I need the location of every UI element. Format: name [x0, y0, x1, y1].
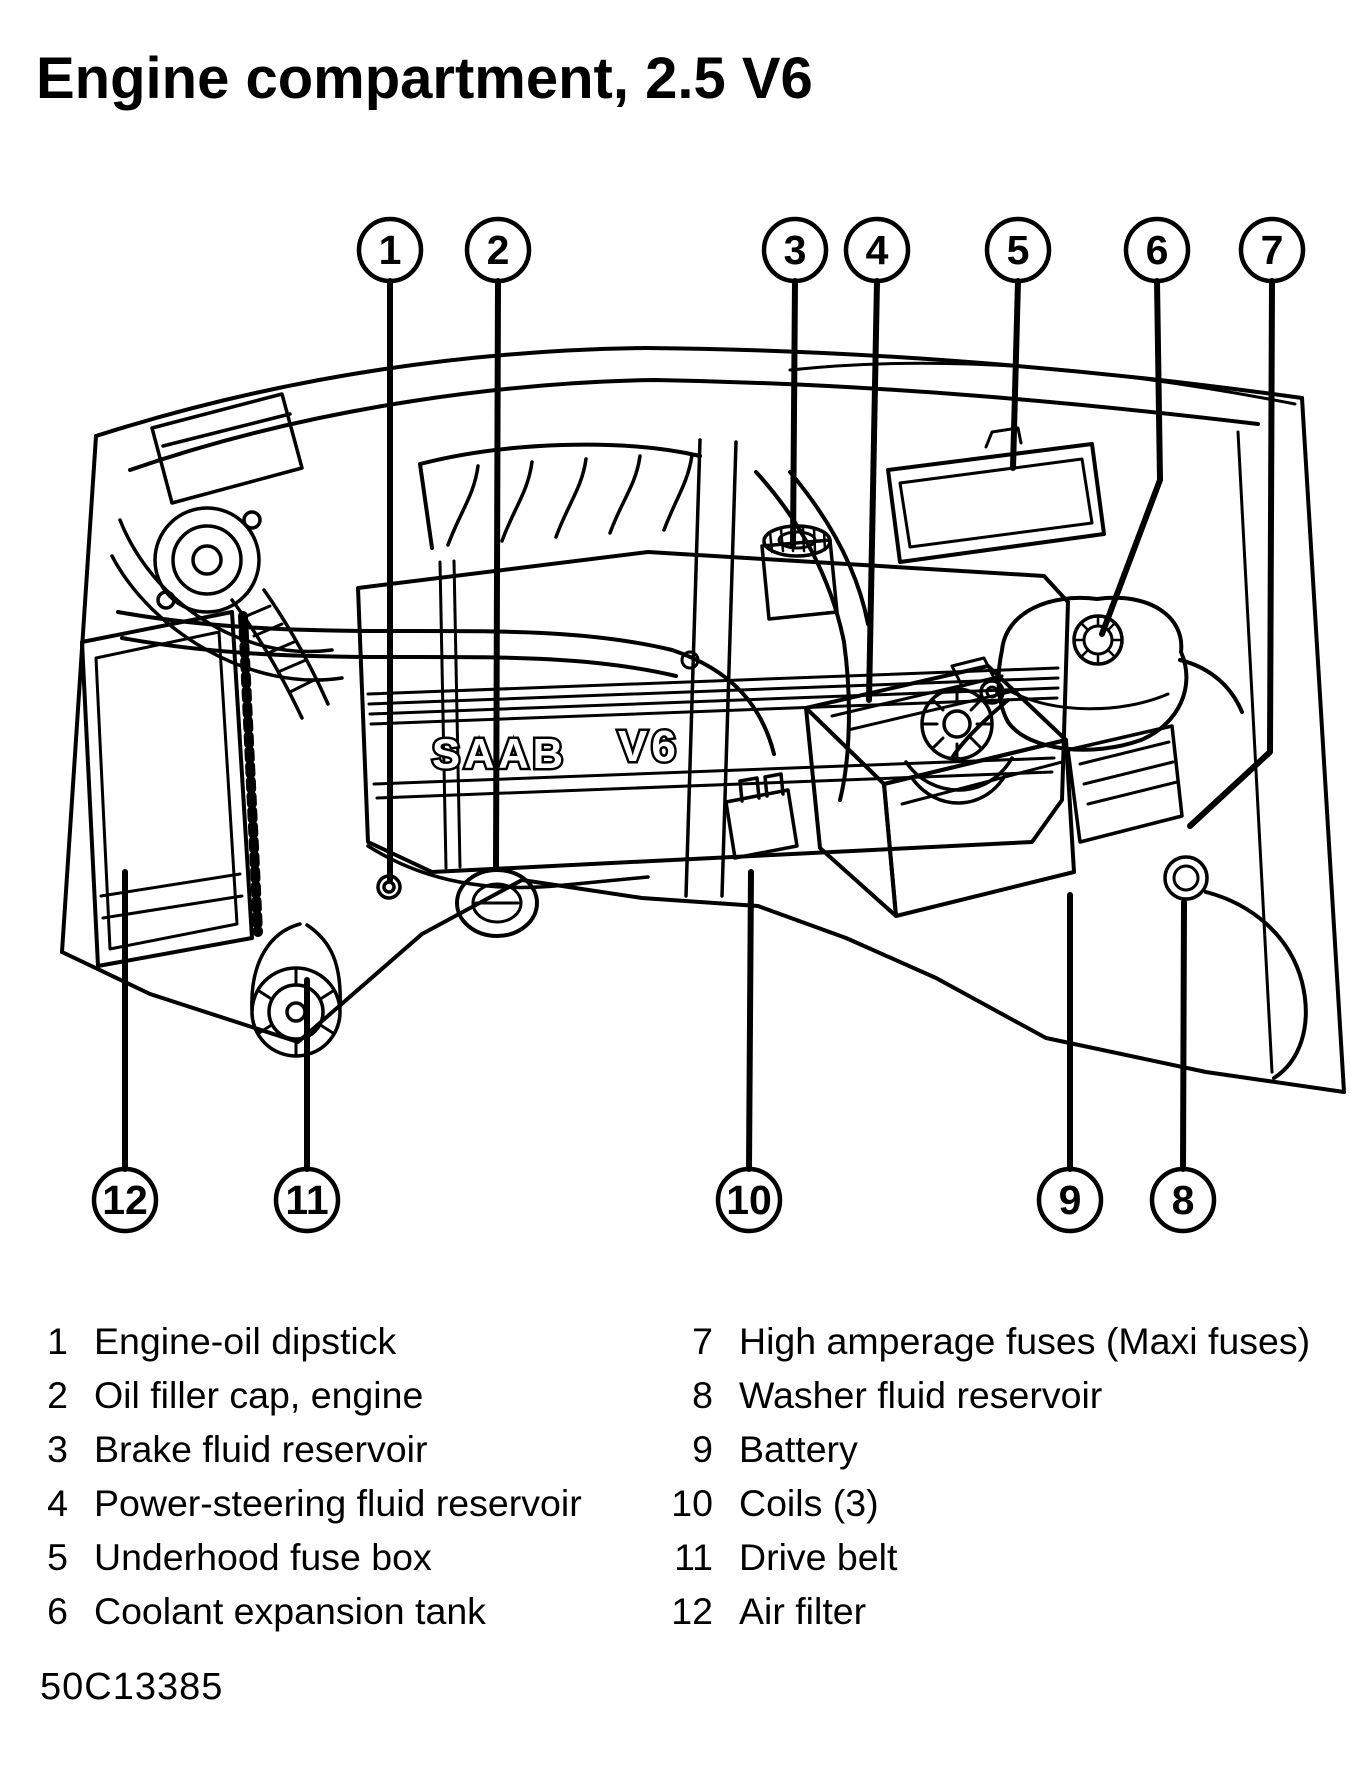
legend-item-label: High amperage fuses (Maxi fuses)	[739, 1319, 1311, 1362]
legend-item-label: Oil filler cap, engine	[94, 1373, 424, 1416]
oil-filler-cap	[455, 868, 539, 938]
leader-3	[790, 278, 798, 549]
legend-item: 9 Battery	[655, 1422, 1310, 1476]
legend-item-label: Coolant expansion tank	[94, 1589, 486, 1632]
legend-item-number: 7	[692, 1319, 713, 1362]
legend-item-number: 4	[47, 1481, 68, 1524]
legend-item: 7 High amperage fuses (Maxi fuses)	[655, 1314, 1310, 1368]
callout-4: 4	[843, 216, 911, 284]
legend-column-right: 7 High amperage fuses (Maxi fuses) 8 Was…	[655, 1314, 1310, 1638]
callout-8-number: 8	[1172, 1177, 1195, 1223]
callout-1: 1	[356, 216, 424, 284]
callout-4-number: 4	[866, 227, 889, 273]
legend-item: 5 Underhood fuse box	[40, 1530, 582, 1584]
legend-item-number: 6	[47, 1589, 68, 1632]
leader-4	[866, 278, 880, 703]
drive-belt-pulley	[250, 922, 342, 1058]
maxi-fuse-box	[1066, 724, 1184, 844]
underhood-fuse-box	[886, 426, 1106, 564]
callout-6: 6	[1123, 216, 1191, 284]
callout-9: 9	[1036, 1166, 1104, 1234]
legend-item-label: Washer fluid reservoir	[739, 1373, 1103, 1416]
callout-5-number: 5	[1007, 227, 1030, 273]
legend-item-label: Brake fluid reservoir	[94, 1427, 428, 1470]
legend-item-number: 5	[47, 1535, 68, 1578]
legend-item-number: 3	[47, 1427, 68, 1470]
leader-5	[1010, 278, 1021, 471]
callout-11: 11	[273, 1166, 341, 1234]
air-filter-box	[80, 610, 263, 968]
legend-item-label: Engine-oil dipstick	[94, 1319, 397, 1362]
legend-item: 2 Oil filler cap, engine	[40, 1368, 582, 1422]
brake-fluid-reservoir	[760, 524, 839, 621]
legend-item-label: Power-steering fluid reservoir	[94, 1481, 582, 1524]
legend-item-label: Air filter	[739, 1589, 867, 1632]
page-title: Engine compartment, 2.5 V6	[36, 46, 813, 111]
legend-item-number: 10	[671, 1481, 713, 1524]
leader-lines	[122, 278, 1275, 1172]
engine-drawing: SAAB V6	[60, 346, 1346, 1094]
legend-item-number: 12	[671, 1589, 713, 1632]
ignition-coils	[724, 772, 799, 860]
strut-tower	[110, 392, 344, 682]
callout-10: 10	[715, 1166, 783, 1234]
callouts: 1 2 3 4 5 6 7	[91, 216, 1306, 1234]
legend-item-number: 9	[692, 1427, 713, 1470]
washer-fluid-reservoir	[1163, 855, 1308, 1080]
callout-7: 7	[1238, 216, 1306, 284]
leader-8	[1180, 899, 1187, 1172]
leader-7	[1187, 278, 1275, 829]
hoses	[754, 470, 1244, 802]
legend-item-label: Drive belt	[739, 1535, 898, 1578]
cross-member	[116, 610, 776, 756]
legend-item: 6 Coolant expansion tank	[40, 1584, 582, 1638]
legend-item: 12 Air filter	[655, 1584, 1310, 1638]
leader-10	[746, 869, 754, 1172]
callout-2: 2	[464, 216, 532, 284]
callout-12-number: 12	[102, 1177, 148, 1223]
callout-7-number: 7	[1261, 227, 1284, 273]
legend-item-label: Coils (3)	[739, 1481, 879, 1524]
battery	[804, 656, 1076, 918]
legend-item: 8 Washer fluid reservoir	[655, 1368, 1310, 1422]
legend-item-number: 11	[674, 1535, 713, 1578]
callout-9-number: 9	[1059, 1177, 1082, 1223]
callout-11-number: 11	[285, 1177, 328, 1223]
legend-item-number: 2	[47, 1373, 68, 1416]
coolant-expansion-tank	[996, 595, 1189, 752]
callout-8: 8	[1149, 1166, 1217, 1234]
legend-item: 10 Coils (3)	[655, 1476, 1310, 1530]
callout-3-number: 3	[784, 227, 807, 273]
legend-item-number: 1	[47, 1319, 68, 1362]
legend-item: 1 Engine-oil dipstick	[40, 1314, 582, 1368]
figure-code: 50C13385	[40, 1666, 224, 1708]
engine-badge-text: V6	[618, 722, 680, 771]
callout-12: 12	[91, 1166, 159, 1234]
callout-10-number: 10	[726, 1177, 772, 1223]
callout-1-number: 1	[379, 227, 402, 273]
callout-3: 3	[761, 216, 829, 284]
legend-item: 11 Drive belt	[655, 1530, 1310, 1584]
leader-2	[493, 278, 501, 871]
engine-brand-text: SAAB	[432, 730, 567, 777]
legend-item: 4 Power-steering fluid reservoir	[40, 1476, 582, 1530]
callout-2-number: 2	[487, 227, 510, 273]
legend-column-left: 1 Engine-oil dipstick 2 Oil filler cap, …	[40, 1314, 582, 1638]
legend-item-number: 8	[692, 1373, 713, 1416]
engine-compartment-diagram: SAAB V6	[60, 216, 1346, 1234]
legend-item-label: Battery	[739, 1427, 858, 1470]
leader-6	[1099, 278, 1163, 637]
legend-item: 3 Brake fluid reservoir	[40, 1422, 582, 1476]
legend-item-label: Underhood fuse box	[94, 1535, 432, 1578]
callout-5: 5	[984, 216, 1052, 284]
engine-cover: SAAB V6	[356, 442, 1070, 890]
callout-6-number: 6	[1146, 227, 1169, 273]
